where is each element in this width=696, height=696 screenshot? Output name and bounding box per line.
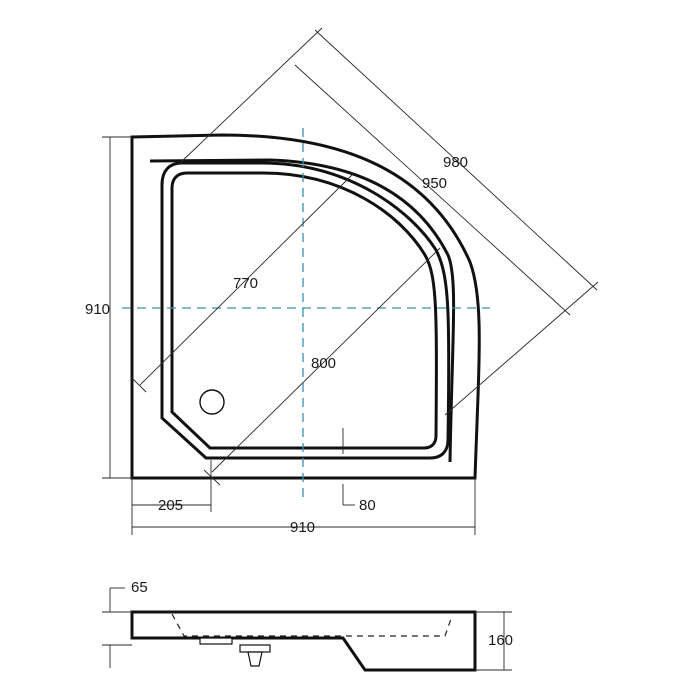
dim-label-drain-offset: 205: [158, 497, 183, 514]
dim-tick: [131, 377, 147, 393]
dim-label-diag-inner: 950: [422, 175, 447, 192]
plan-view: [122, 128, 490, 498]
dim-label-width: 910: [290, 519, 315, 536]
dim-label-rim-thickness: 65: [131, 579, 148, 596]
basin-inner-outline: [170, 171, 438, 450]
dim-label-edge-offset: 80: [359, 497, 376, 514]
profile-view: [130, 610, 477, 672]
dim-label-total-height: 160: [488, 632, 513, 649]
drain-fitting: [199, 637, 233, 645]
dim-label-diag-outer: 980: [443, 154, 468, 171]
dim-line-basin-diag: [139, 174, 353, 386]
dim-tick: [203, 469, 221, 486]
dim-ext-line: [179, 27, 323, 164]
dim-ext-line: [444, 281, 599, 416]
dim-line-diag-inner: [294, 64, 571, 316]
profile-hidden-basin: [171, 613, 453, 637]
plan-dimensions: 910 910 205 80 770 800 980 950: [85, 27, 599, 536]
dim-label-height: 910: [85, 301, 110, 318]
dim-label-basin-diag: 770: [233, 275, 258, 292]
tray-rim-inner-line: [149, 158, 456, 463]
dim-label-basin-depth: 800: [311, 355, 336, 372]
profile-outline: [130, 610, 477, 672]
siphon-body: [247, 651, 263, 667]
siphon-top: [239, 644, 271, 653]
dim-line-basin-depth: [211, 247, 441, 473]
basin-outer-outline: [160, 161, 451, 460]
tray-outer-outline: [130, 133, 481, 480]
profile-dimensions: 65 160: [102, 579, 513, 671]
drain-circle: [199, 389, 225, 415]
dim-line-diag-outer: [314, 29, 598, 291]
